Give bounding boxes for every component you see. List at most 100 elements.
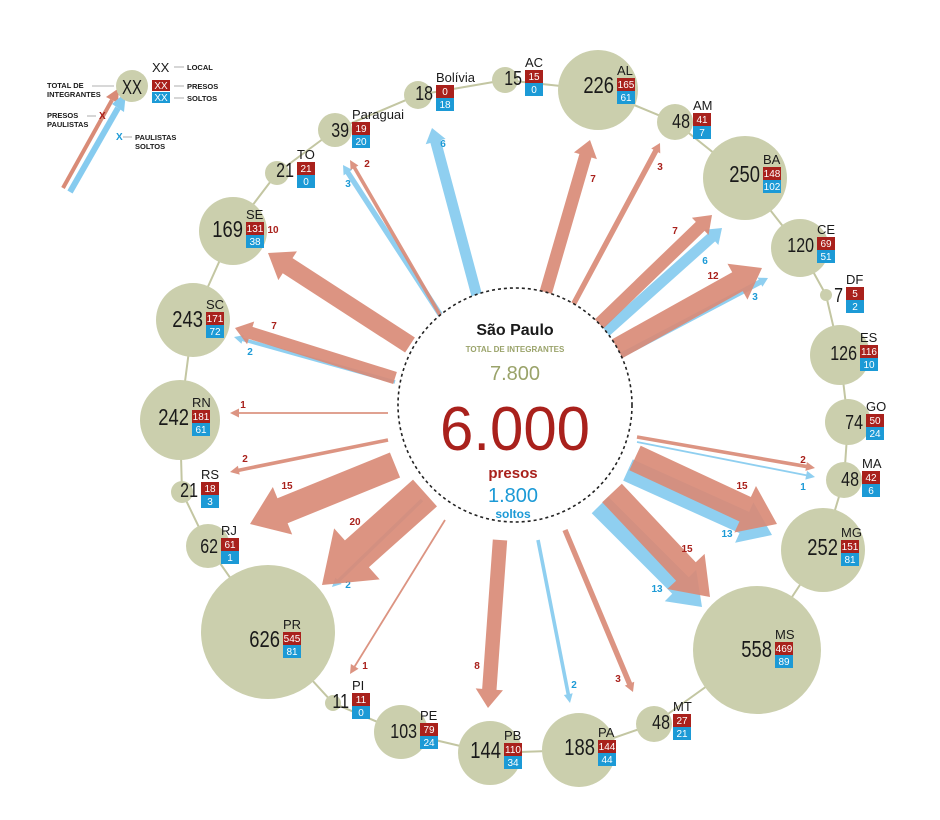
presos-arrow-ce-shape bbox=[609, 263, 762, 360]
presos-arrow-se-count: 10 bbox=[267, 225, 279, 236]
soltos-box bbox=[862, 484, 880, 497]
presos-value: 144 bbox=[599, 742, 616, 753]
soltos-arrow-sc-count: 2 bbox=[247, 347, 253, 358]
soltos-value: 81 bbox=[286, 647, 298, 658]
soltos-value: 21 bbox=[676, 729, 688, 740]
soltos-arrow-ms-shape bbox=[591, 496, 702, 607]
legend-soltos-paulistas-label-2: SOLTOS bbox=[135, 142, 165, 151]
presos-value: 15 bbox=[528, 72, 540, 83]
soltos-box bbox=[841, 553, 859, 566]
legend-soltos-label: SOLTOS bbox=[187, 94, 217, 103]
legend-total-value: XX bbox=[122, 77, 142, 99]
soltos-box bbox=[673, 727, 691, 740]
location-label: PI bbox=[352, 678, 364, 693]
soltos-box bbox=[283, 645, 301, 658]
presos-value: 27 bbox=[676, 716, 688, 727]
legend-soltos-paulistas-value: X bbox=[116, 132, 123, 143]
presos-arrow-rs-shape bbox=[230, 438, 389, 475]
presos-arrow-rj: 15 bbox=[250, 452, 401, 535]
legend-presos-paulistas-label-1: PRESOS bbox=[47, 111, 78, 120]
legend-presos-label: PRESOS bbox=[187, 82, 218, 91]
soltos-arrow-ms: 13 bbox=[591, 496, 702, 607]
total-circle bbox=[404, 81, 432, 109]
presos-arrow-ba: 7 bbox=[593, 215, 712, 330]
total-circle bbox=[318, 113, 352, 147]
location-label: MS bbox=[775, 627, 795, 642]
presos-arrow-sc: 7 bbox=[235, 321, 397, 385]
soltos-box bbox=[221, 551, 239, 564]
legend-presos-arrow-shaft bbox=[61, 99, 114, 189]
center-dashed-circle bbox=[397, 287, 633, 523]
presos-value: 545 bbox=[284, 634, 301, 645]
soltos-value: 0 bbox=[531, 85, 537, 96]
presos-arrow-sc-count: 7 bbox=[271, 321, 277, 332]
total-circle bbox=[771, 219, 829, 277]
presos-box bbox=[525, 70, 543, 83]
presos-box bbox=[297, 162, 315, 175]
location-label: RS bbox=[201, 467, 219, 482]
presos-arrow-pi-count: 1 bbox=[362, 661, 368, 672]
total-circle bbox=[558, 50, 638, 130]
presos-box bbox=[846, 287, 864, 300]
total-value: 74 bbox=[845, 411, 863, 433]
soltos-box bbox=[436, 98, 454, 111]
location-label: PR bbox=[283, 617, 301, 632]
center-soltos-value: 1.800 bbox=[488, 485, 538, 507]
location-label: TO bbox=[297, 147, 315, 162]
presos-arrow-pr-shape bbox=[322, 479, 437, 585]
center-presos-label: presos bbox=[488, 465, 537, 482]
total-value: 11 bbox=[332, 690, 349, 712]
presos-box bbox=[206, 312, 224, 325]
soltos-arrow-bolivia-count: 6 bbox=[440, 139, 446, 150]
presos-arrow-rj-count: 15 bbox=[281, 481, 293, 492]
soltos-box bbox=[775, 655, 793, 668]
total-circle bbox=[265, 161, 289, 185]
presos-box bbox=[192, 410, 210, 423]
soltos-arrow-pa: 2 bbox=[536, 539, 577, 703]
total-value: 558 bbox=[741, 637, 772, 662]
presos-arrow-mg-shape bbox=[629, 445, 777, 533]
legend-total-circle bbox=[116, 70, 148, 102]
total-value: 18 bbox=[415, 82, 433, 104]
soltos-arrow-pr-count: 2 bbox=[345, 580, 351, 591]
presos-box bbox=[221, 538, 239, 551]
location-label: ES bbox=[860, 330, 878, 345]
center-total-value: 7.800 bbox=[490, 363, 540, 385]
location-label: SC bbox=[206, 297, 224, 312]
total-value: 21 bbox=[180, 479, 198, 501]
presos-arrow-pb-count: 8 bbox=[474, 661, 480, 672]
soltos-arrow-pa-shape bbox=[536, 539, 573, 703]
location-label: MA bbox=[862, 456, 882, 471]
presos-box bbox=[352, 693, 370, 706]
presos-box bbox=[420, 723, 438, 736]
soltos-arrow-mg-count: 13 bbox=[721, 529, 733, 540]
soltos-arrow-ba: 6 bbox=[596, 228, 722, 342]
total-value: 7 bbox=[834, 284, 843, 306]
total-value: 144 bbox=[470, 738, 501, 763]
soltos-value: 81 bbox=[844, 555, 856, 566]
total-value: 226 bbox=[583, 73, 614, 98]
soltos-value: 61 bbox=[195, 425, 207, 436]
presos-box bbox=[862, 471, 880, 484]
soltos-box bbox=[297, 175, 315, 188]
total-circle bbox=[171, 481, 193, 503]
soltos-arrow-pa-count: 2 bbox=[571, 680, 577, 691]
presos-arrow-mt-shape bbox=[562, 528, 635, 692]
soltos-box bbox=[352, 706, 370, 719]
presos-box bbox=[775, 642, 793, 655]
presos-arrow-ma-count: 2 bbox=[800, 455, 806, 466]
total-circle bbox=[826, 462, 862, 498]
total-value: 48 bbox=[841, 468, 859, 490]
presos-value: 151 bbox=[842, 542, 859, 553]
total-value: 188 bbox=[564, 735, 595, 760]
